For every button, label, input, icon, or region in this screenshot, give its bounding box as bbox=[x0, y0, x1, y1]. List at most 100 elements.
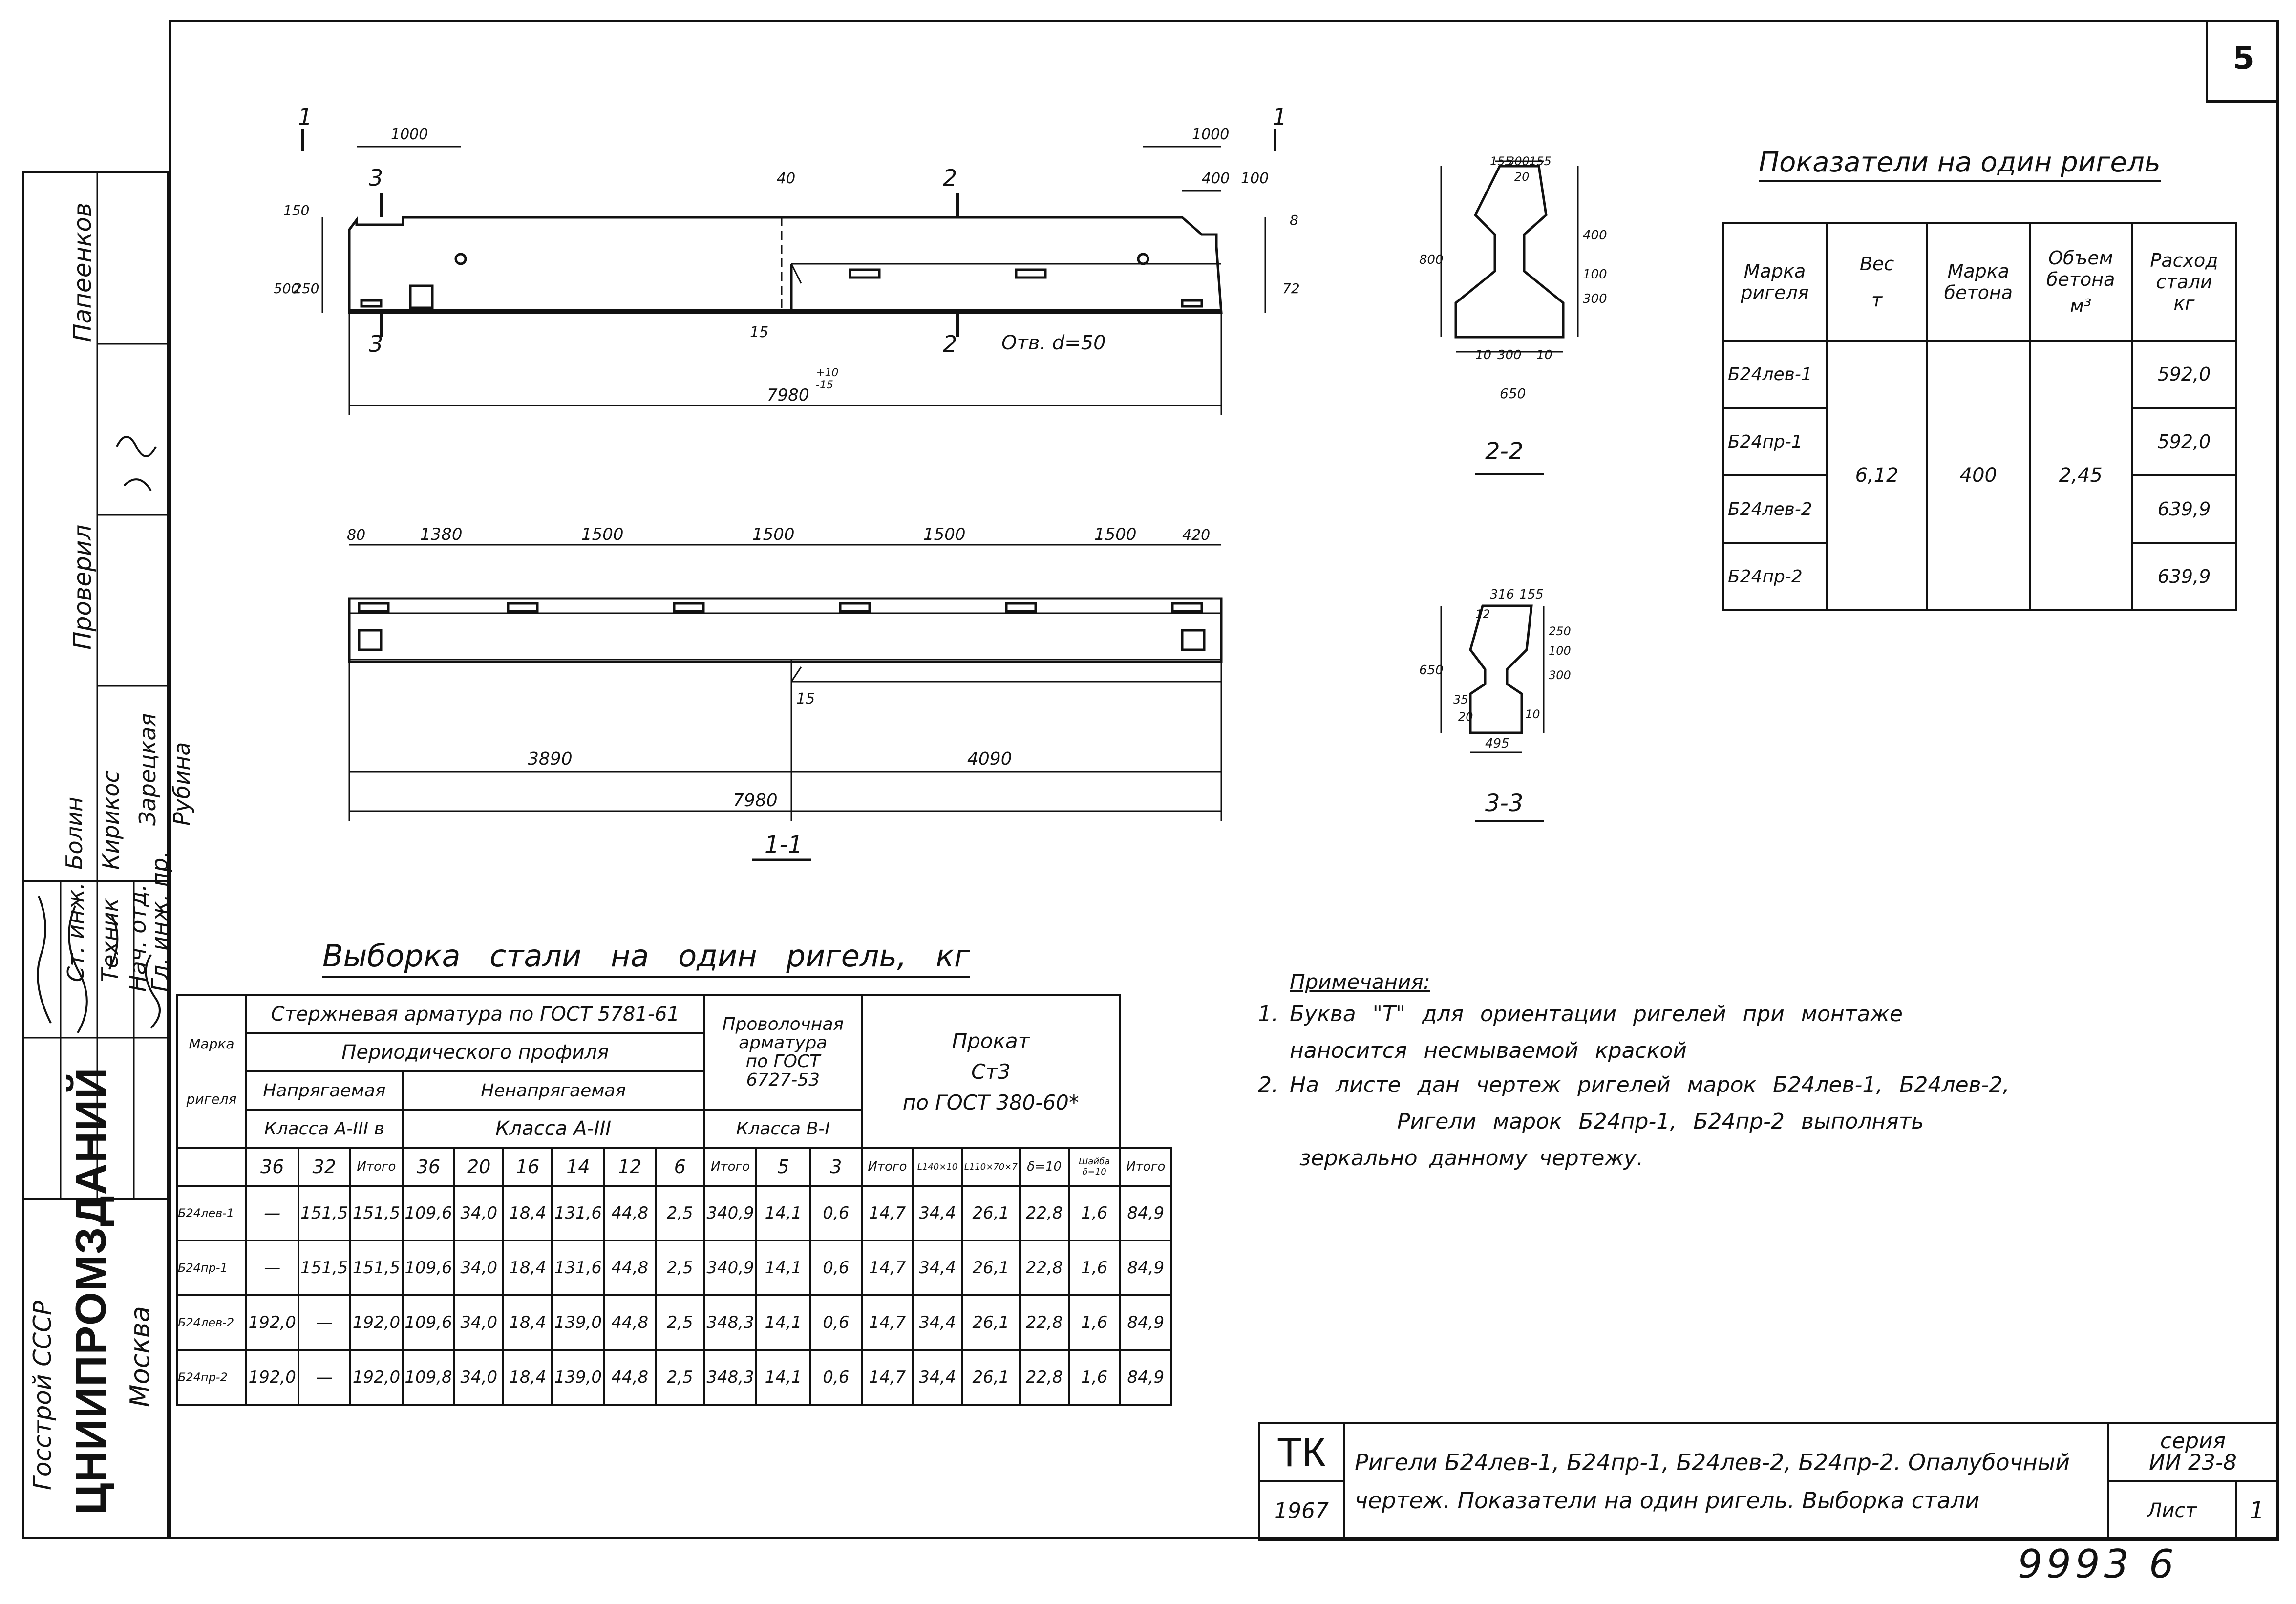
steel-cell: 26,1 bbox=[960, 1294, 1021, 1351]
section-3-3-outline bbox=[1469, 604, 1533, 734]
steel-cell: 44,8 bbox=[603, 1185, 657, 1241]
sec-mark-3b: 3 bbox=[369, 331, 383, 357]
steel-subhead-12: Итого bbox=[860, 1147, 914, 1187]
steel-cell: 2,5 bbox=[654, 1185, 705, 1241]
steel-subhead-0: 36 bbox=[245, 1147, 299, 1187]
title-text: Ригели Б24лев-1, Б24пр-1, Б24лев-2, Б24п… bbox=[1343, 1422, 2109, 1541]
dim-250: 250 bbox=[293, 280, 319, 297]
steel-cell: 1,6 bbox=[1067, 1240, 1121, 1296]
steel-cell: 2,5 bbox=[654, 1294, 705, 1351]
steel-cell: 34,4 bbox=[912, 1294, 963, 1351]
steel-cell: 34,0 bbox=[453, 1185, 505, 1241]
title-sheet-value: 1 bbox=[2235, 1480, 2279, 1541]
section-3-3-label: 3-3 bbox=[1485, 790, 1523, 817]
title-line2: чертеж. Показатели на один ригель. Выбор… bbox=[1355, 1487, 1980, 1514]
steel-cell: 84,9 bbox=[1119, 1185, 1173, 1241]
steel-cell: 84,9 bbox=[1119, 1240, 1173, 1296]
hole-note: Отв. d=50 bbox=[1001, 332, 1106, 354]
steel-cell: 14,7 bbox=[860, 1294, 914, 1351]
tol-plus: +10 bbox=[816, 367, 838, 379]
steel-subhead-blank bbox=[176, 1147, 247, 1187]
steel-cell: 44,8 bbox=[603, 1349, 657, 1406]
s22-dim-7: 300 bbox=[1583, 292, 1607, 306]
steel-cell: — bbox=[297, 1294, 352, 1351]
steel-cell: 348,3 bbox=[703, 1349, 758, 1406]
side-stamp-lines bbox=[24, 173, 170, 1200]
s22-dim-11: 650 bbox=[1500, 385, 1526, 402]
s22-dim-10: 10 bbox=[1536, 348, 1552, 363]
steel-cell: 14,7 bbox=[860, 1240, 914, 1296]
section-2-2-label: 2-2 bbox=[1485, 438, 1523, 465]
sec-mark-1b: 1 bbox=[1273, 104, 1287, 130]
steel-cell: 34,4 bbox=[912, 1349, 963, 1406]
steel-row-mark: Б24лев-1 bbox=[176, 1185, 247, 1241]
steel-h-rod: Стержневая арматура по ГОСТ 5781-61 bbox=[245, 994, 705, 1034]
sheet-number: 5 bbox=[2232, 41, 2254, 77]
s33-dim-0: 316 bbox=[1490, 587, 1514, 602]
plan-outline bbox=[348, 597, 1223, 663]
dim-500: 500 bbox=[274, 280, 299, 297]
ind-weight: 6,12 bbox=[1826, 340, 1929, 611]
steel-cell: 22,8 bbox=[1019, 1185, 1070, 1241]
steel-cell: 18,4 bbox=[502, 1240, 553, 1296]
steel-cell: 109,6 bbox=[401, 1294, 456, 1351]
steel-cell: 192,0 bbox=[245, 1294, 299, 1351]
steel-cell: 84,9 bbox=[1119, 1294, 1173, 1351]
sec-mark-1a: 1 bbox=[298, 104, 312, 130]
name-1: Кирикос bbox=[98, 770, 124, 870]
org-ministry: Госстрой СССР bbox=[28, 1300, 57, 1490]
split-right: 4090 bbox=[967, 749, 1012, 769]
steel-h-periodic: Периодического профиля bbox=[245, 1032, 705, 1072]
steel-row-mark: Б24пр-1 bbox=[176, 1240, 247, 1296]
ind-steel-2: 639,9 bbox=[2130, 474, 2238, 544]
s22-dim-5: 400 bbox=[1583, 228, 1607, 243]
dim-720: 720 bbox=[1282, 280, 1299, 297]
steel-cell: 109,6 bbox=[401, 1185, 456, 1241]
dim-1000-right: 1000 bbox=[1192, 126, 1229, 143]
steel-cell: 192,0 bbox=[349, 1349, 404, 1406]
steel-cell: 192,0 bbox=[349, 1294, 404, 1351]
tol-minus: -15 bbox=[816, 379, 833, 391]
sheet-number-box: 5 bbox=[2206, 20, 2279, 103]
steel-h-nonprestressed: Ненапрягаемая bbox=[401, 1070, 705, 1111]
steel-cell: — bbox=[297, 1349, 352, 1406]
steel-cell: 0,6 bbox=[809, 1240, 863, 1296]
plan-dim-6: 420 bbox=[1182, 527, 1210, 544]
steel-cell: — bbox=[245, 1240, 299, 1296]
sec-mark-2a: 2 bbox=[943, 165, 957, 191]
ind-concrete: 400 bbox=[1926, 340, 2031, 611]
elevation-outline bbox=[348, 216, 1223, 314]
note-2-num: 2. bbox=[1258, 1072, 1278, 1097]
steel-h-prestressed: Напрягаемая bbox=[245, 1070, 404, 1111]
dim-1000-left: 1000 bbox=[391, 126, 428, 143]
steel-cell: 14,1 bbox=[755, 1349, 811, 1406]
steel-cell: 14,1 bbox=[755, 1294, 811, 1351]
steel-cell: 340,9 bbox=[703, 1185, 758, 1241]
beam-drawings: 1 1 3 3 2 2 1000 1000 400 100 40 150 500… bbox=[274, 104, 1299, 861]
steel-subhead-4: 20 bbox=[453, 1147, 505, 1187]
role-2: Ст. инж. bbox=[63, 882, 89, 982]
steel-cell: 44,8 bbox=[603, 1294, 657, 1351]
name-2: Зарецкая bbox=[134, 713, 161, 826]
steel-cell: 34,4 bbox=[912, 1185, 963, 1241]
ind-mark-3: Б24пр-2 bbox=[1722, 542, 1828, 611]
checker-name: Папеенков bbox=[68, 202, 97, 342]
steel-cell: 34,0 bbox=[453, 1349, 505, 1406]
steel-cell: 0,6 bbox=[809, 1294, 863, 1351]
split-left: 3890 bbox=[528, 749, 573, 769]
total-length-elev: 7980 bbox=[767, 385, 809, 405]
ind-mark-1: Б24пр-1 bbox=[1722, 407, 1828, 476]
ind-h-mark: Марка ригеля bbox=[1722, 222, 1828, 342]
steel-cell: 1,6 bbox=[1067, 1349, 1121, 1406]
role-3: Техник bbox=[97, 898, 123, 982]
steel-cell: 131,6 bbox=[551, 1240, 605, 1296]
plan-dim-1: 1380 bbox=[420, 525, 463, 544]
